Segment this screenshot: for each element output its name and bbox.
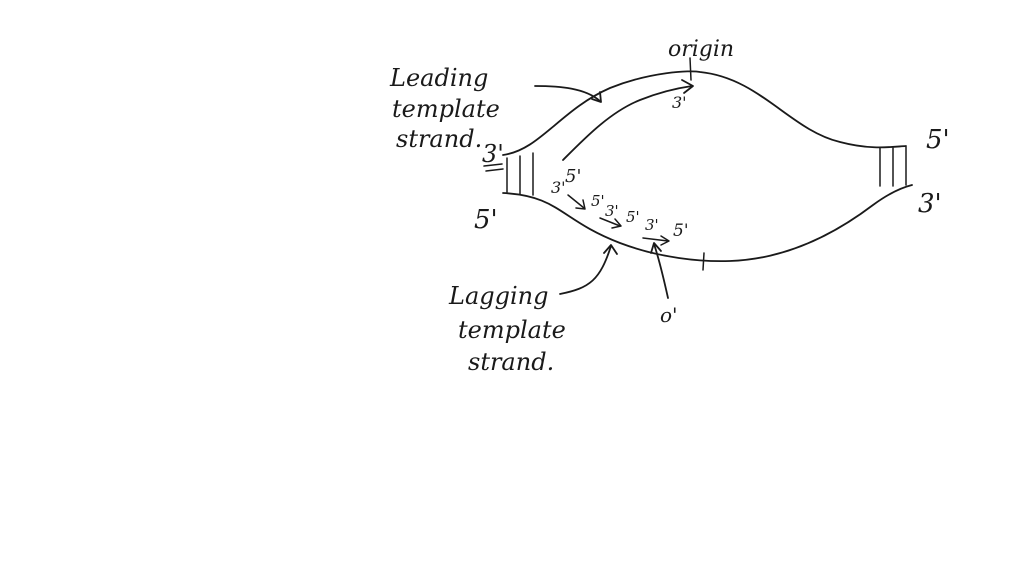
fragment1-5-label: 5' bbox=[591, 192, 605, 210]
leading-template-label-line1: Leading bbox=[389, 64, 488, 92]
okazaki-fragment-2-arrowhead bbox=[611, 218, 622, 229]
leading-template-label-line2: template bbox=[392, 95, 500, 123]
right-top-end-label: 5' bbox=[926, 125, 950, 155]
leading-label-pointer bbox=[534, 85, 601, 102]
lagging-start-3-label: 3' bbox=[551, 178, 566, 197]
leading-new-5-label: 5' bbox=[565, 166, 581, 187]
okazaki-fragment-3 bbox=[642, 237, 669, 242]
fragment3-5-label: 5' bbox=[673, 221, 689, 241]
lagging-template-label-line2: template bbox=[458, 316, 566, 344]
lagging-origin-tick bbox=[702, 252, 705, 271]
origin-label: origin bbox=[668, 37, 734, 62]
lagging-template-label-line1: Lagging bbox=[448, 282, 548, 310]
okazaki-fragment-2 bbox=[599, 217, 621, 227]
leading-new-strand-arrowhead bbox=[681, 79, 694, 94]
leading-new-strand bbox=[562, 85, 693, 161]
leading-template-strand bbox=[502, 70, 907, 156]
fragment2-5-label: 5' bbox=[626, 208, 640, 226]
lagging-label-pointer-head bbox=[603, 244, 618, 255]
end-label-underline bbox=[485, 168, 504, 172]
leading-template-label-line3: strand. bbox=[396, 125, 482, 153]
left-bottom-end-label: 5' bbox=[474, 205, 498, 235]
end-label-underline bbox=[483, 163, 503, 167]
left-top-end-label: 3' bbox=[482, 140, 504, 168]
origin-prime-pointer-head bbox=[650, 242, 662, 254]
okazaki-fragment-3-arrowhead bbox=[660, 235, 670, 246]
lagging-origin-label: o' bbox=[660, 303, 678, 327]
lagging-template-label-line3: strand. bbox=[468, 348, 554, 376]
fragment1-3-label: 3' bbox=[605, 202, 619, 220]
fragment2-3-label: 3' bbox=[645, 216, 659, 234]
origin-tick bbox=[689, 57, 692, 81]
okazaki-fragment-1 bbox=[567, 194, 585, 209]
lagging-template-strand bbox=[502, 184, 913, 263]
leading-new-3-label: 3' bbox=[672, 93, 687, 112]
leading-label-pointer-head bbox=[591, 91, 602, 103]
okazaki-fragment-1-arrowhead bbox=[575, 199, 586, 210]
lagging-label-pointer bbox=[559, 245, 612, 295]
origin-prime-pointer bbox=[653, 243, 669, 299]
right-bottom-end-label: 3' bbox=[918, 189, 942, 219]
